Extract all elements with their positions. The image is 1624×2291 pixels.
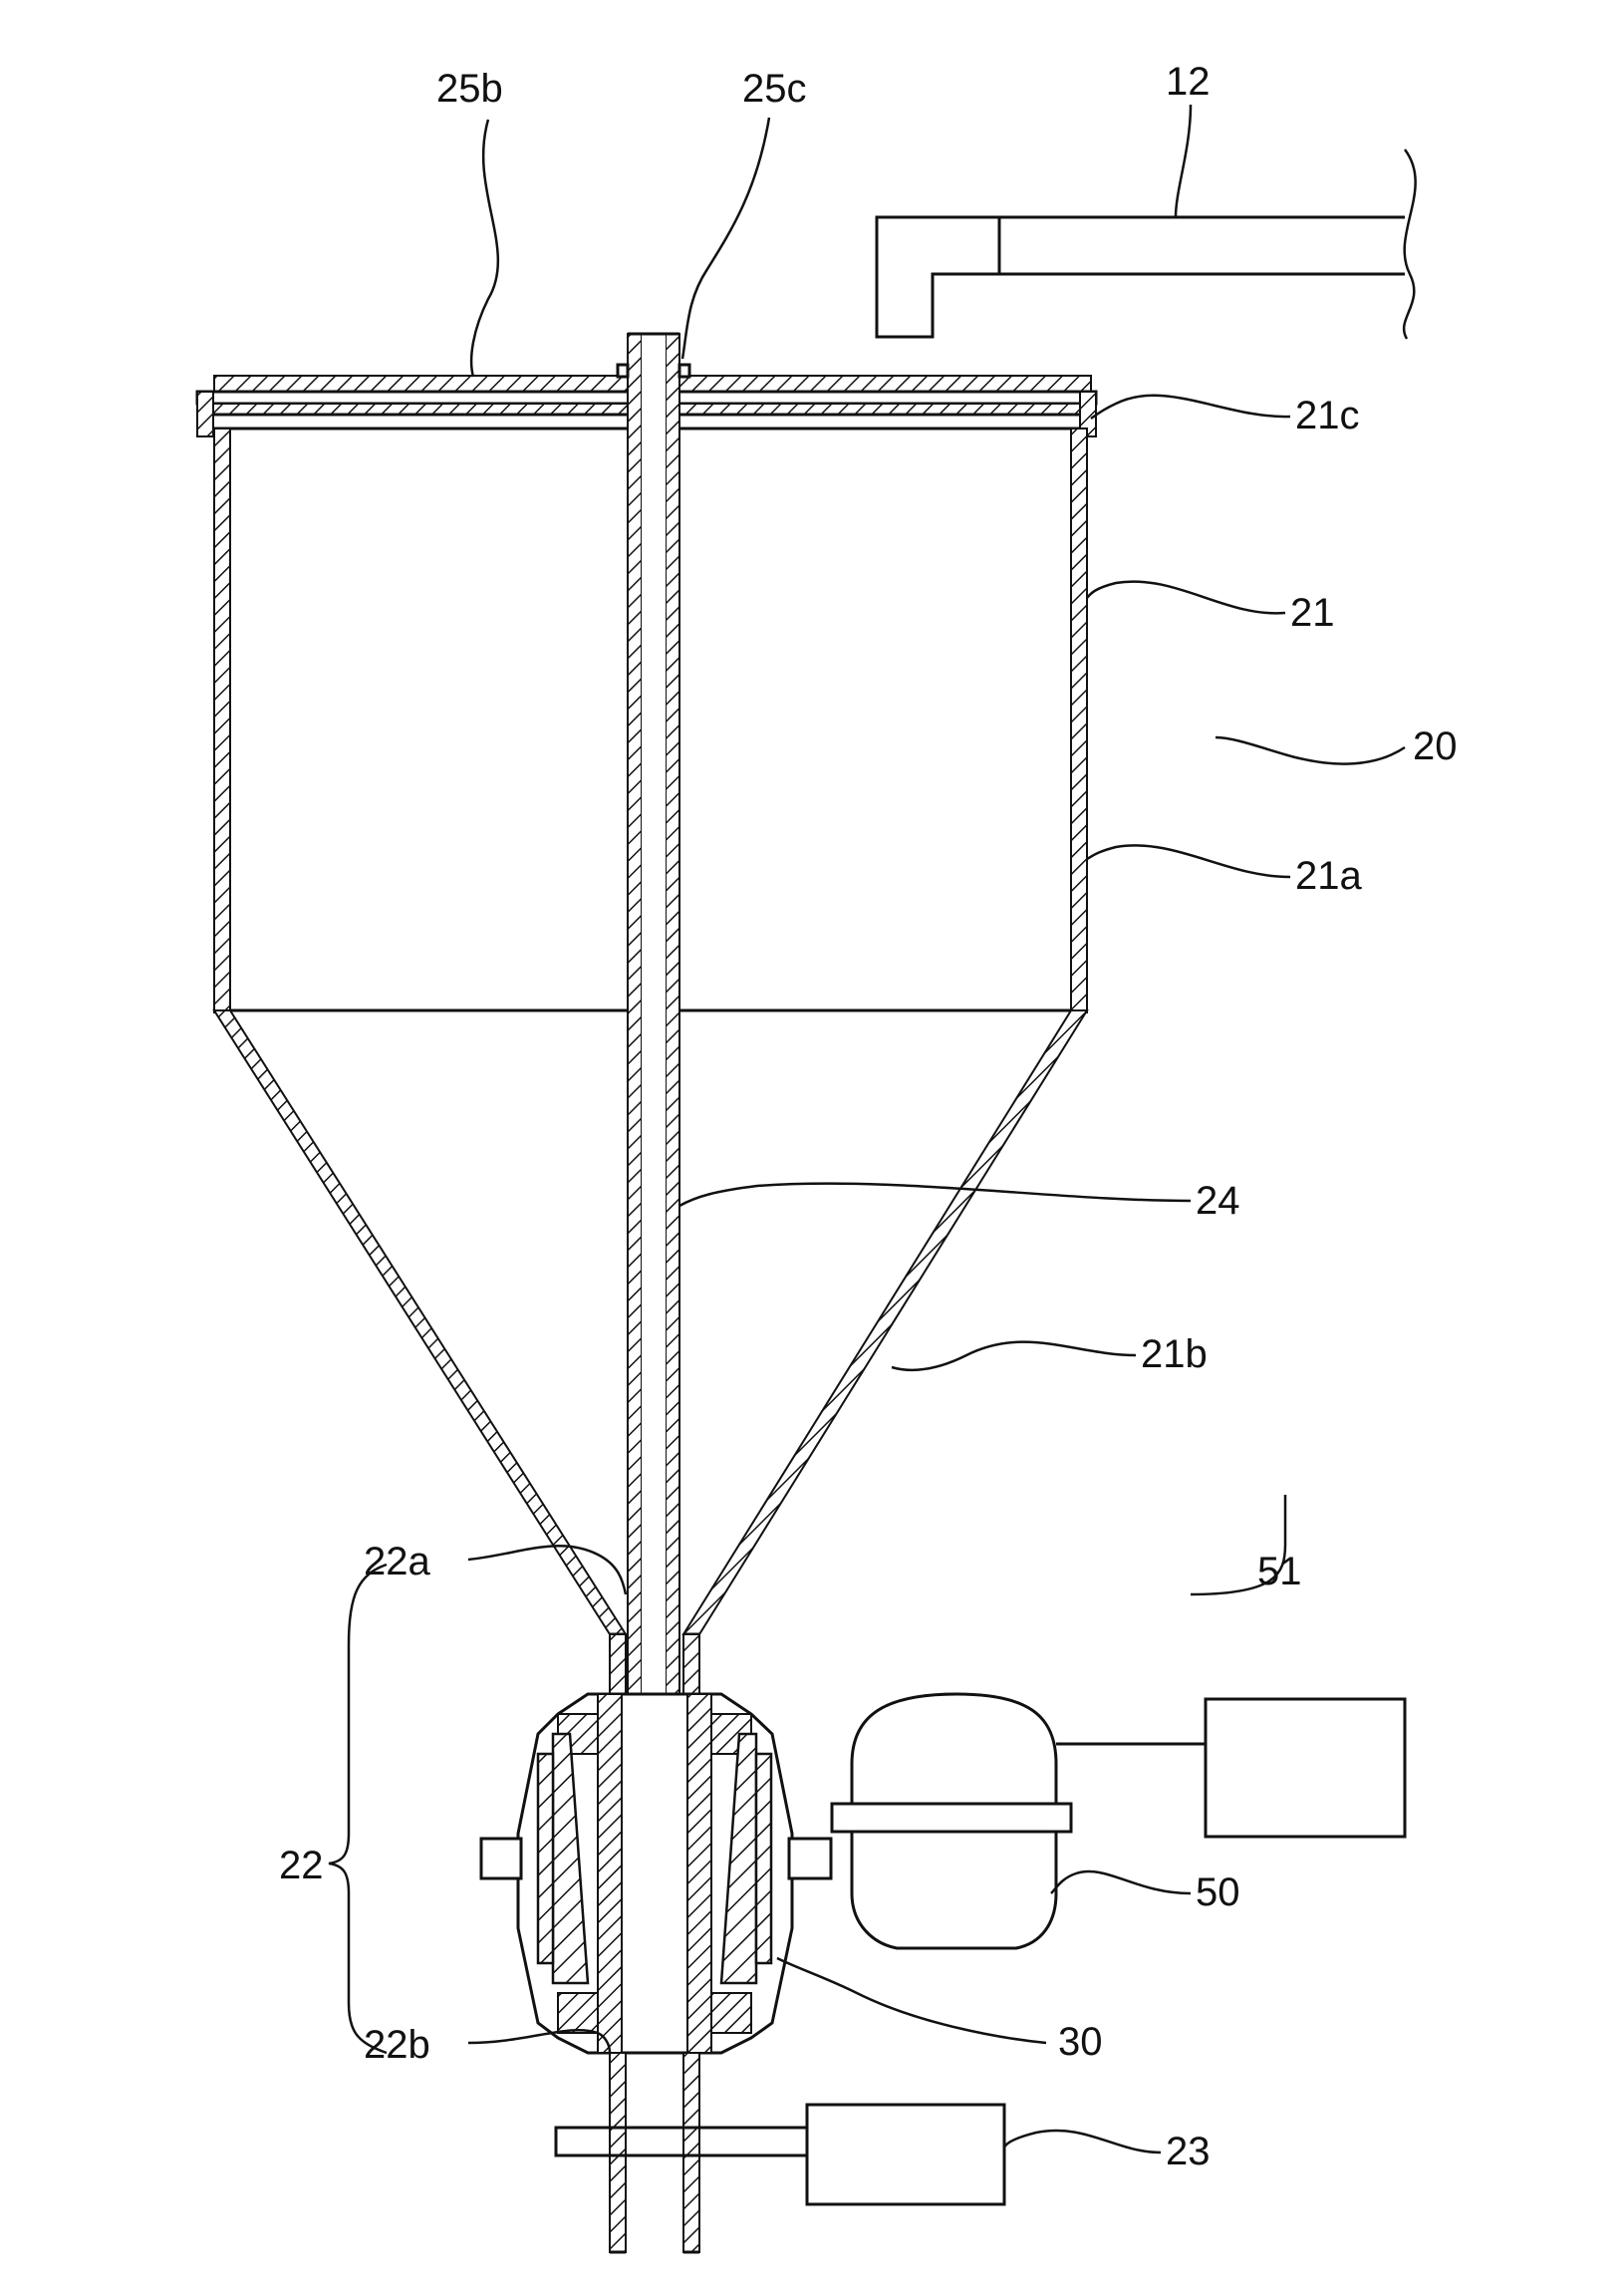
label-21a: 21a (1295, 854, 1362, 898)
label-22: 22 (279, 1844, 324, 1887)
label-24: 24 (1196, 1179, 1240, 1223)
bracket-22 (329, 1565, 387, 2053)
motor-50 (832, 1694, 1206, 1948)
label-22a: 22a (364, 1540, 430, 1583)
rotary-housing-22 (481, 1634, 831, 2053)
label-25c: 25c (742, 67, 807, 111)
label-23: 23 (1166, 2130, 1211, 2173)
label-12: 12 (1166, 60, 1211, 104)
label-25b: 25b (436, 67, 503, 111)
outlet-pipe (610, 2053, 699, 2252)
supply-pipe-12 (877, 149, 1416, 339)
label-21b: 21b (1141, 1332, 1208, 1376)
label-50: 50 (1196, 1870, 1240, 1914)
label-21c: 21c (1295, 394, 1360, 437)
label-22b: 22b (364, 2023, 430, 2067)
controller-51 (1206, 1699, 1405, 1837)
label-51: 51 (1257, 1550, 1302, 1593)
label-21: 21 (1290, 591, 1335, 635)
label-20: 20 (1413, 724, 1458, 768)
label-30: 30 (1058, 2020, 1103, 2064)
